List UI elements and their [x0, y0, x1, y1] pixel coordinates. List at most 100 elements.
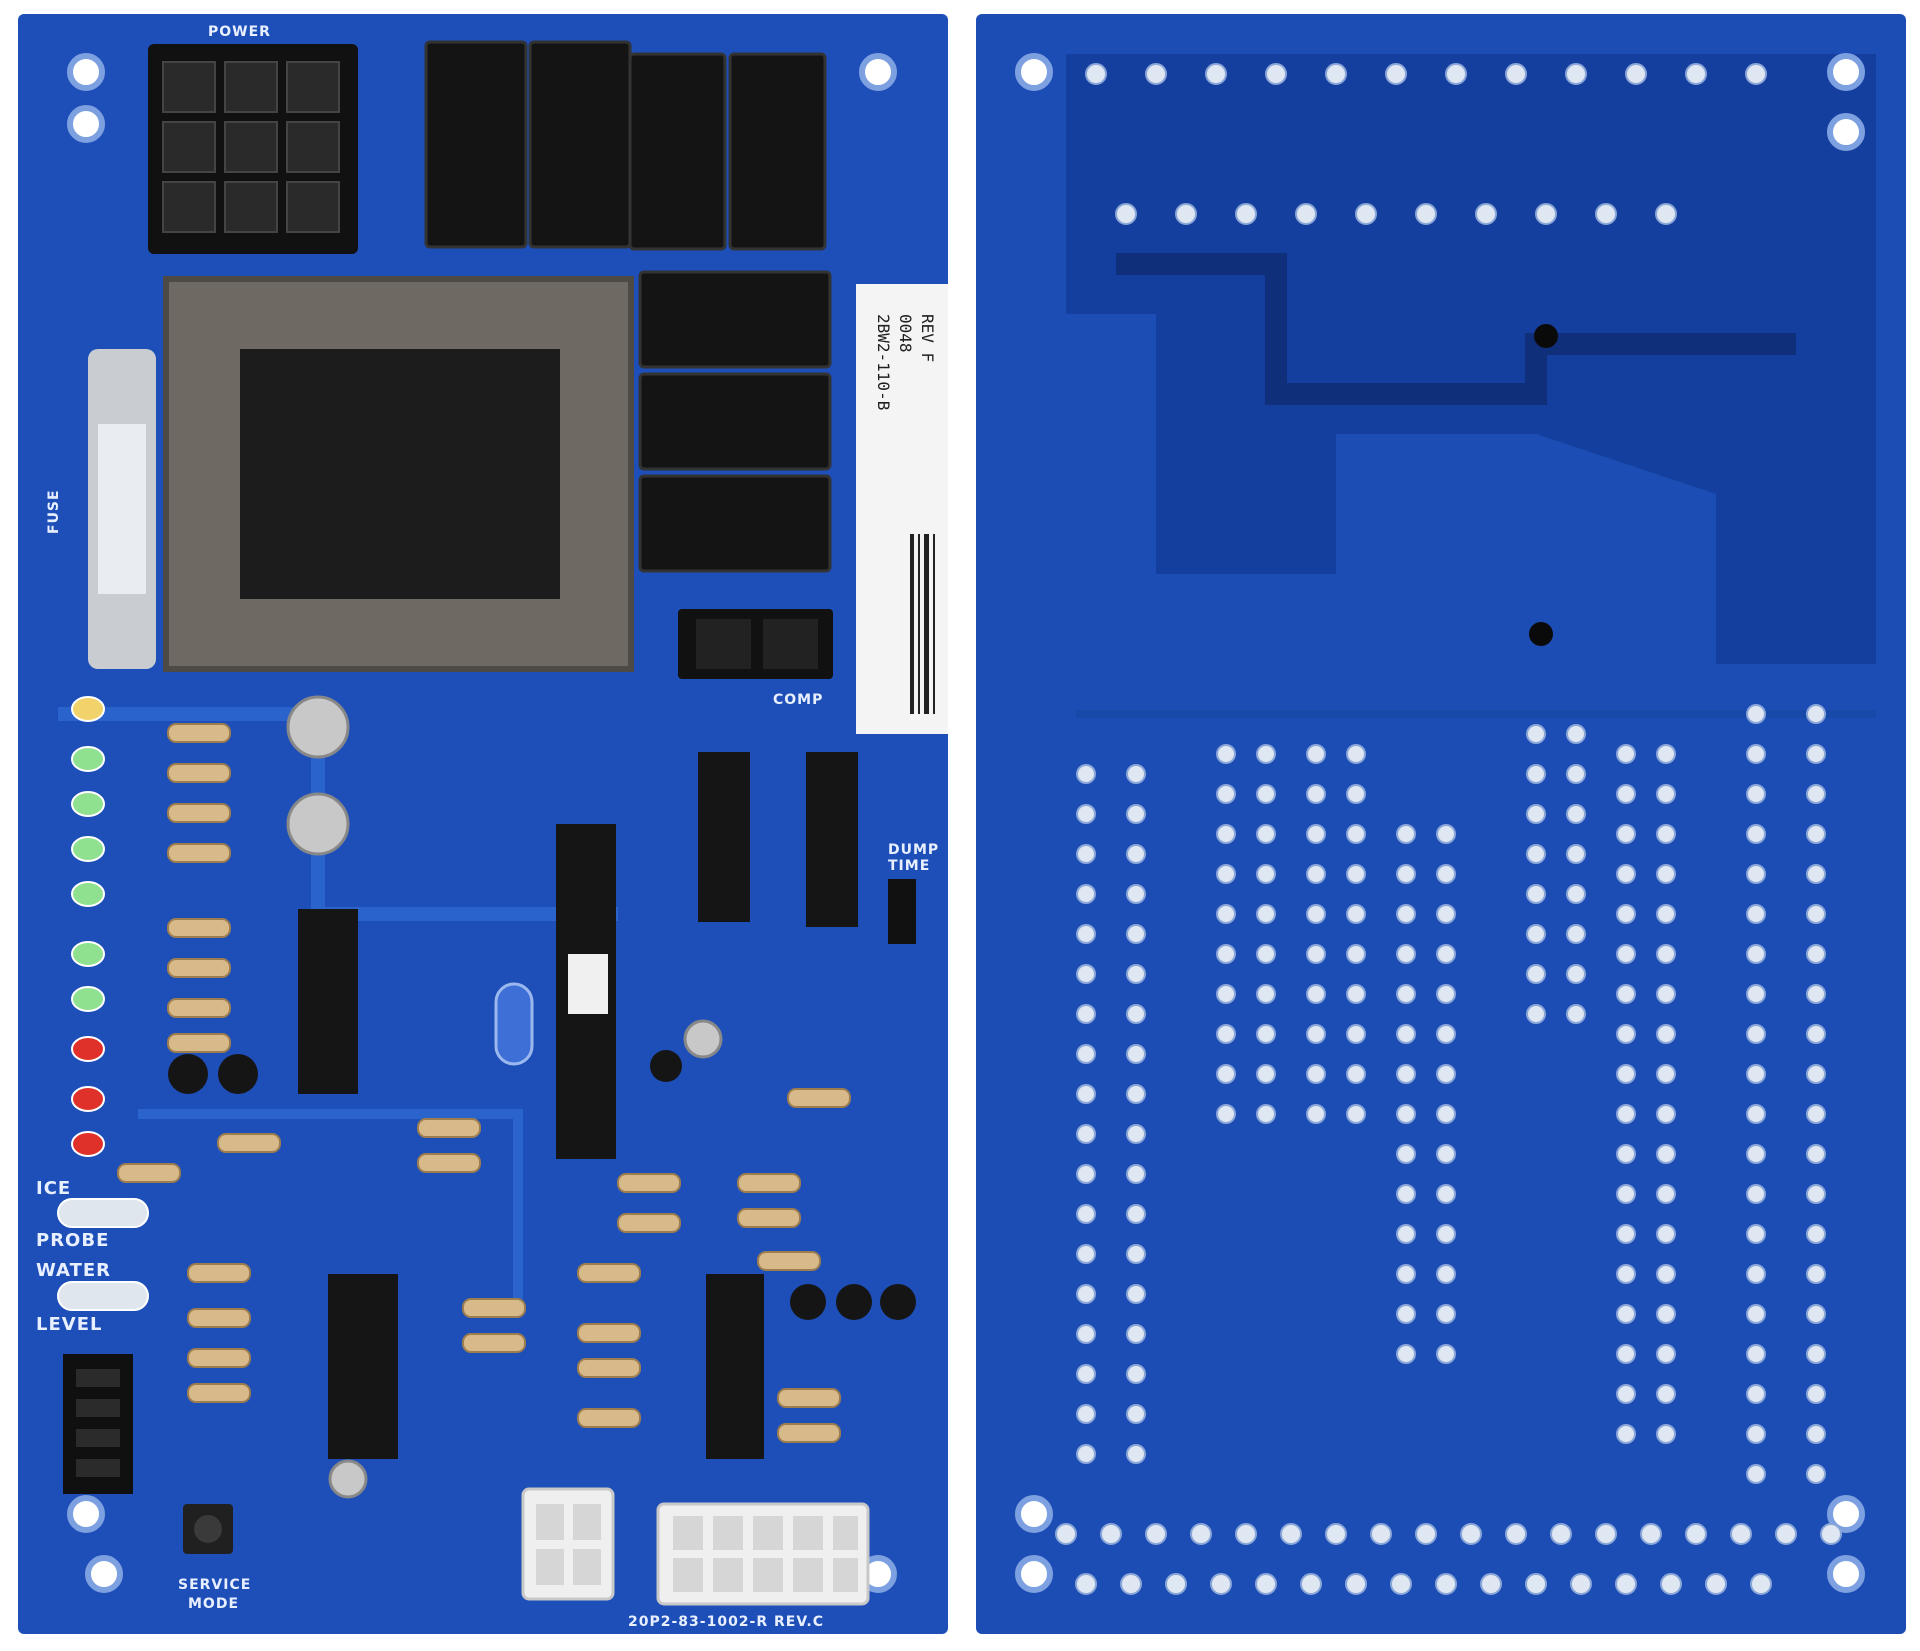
solder-pad — [1256, 944, 1276, 964]
solder-pad — [1325, 63, 1347, 85]
solder-pad — [1256, 984, 1276, 1004]
solder-pad — [1306, 784, 1326, 804]
solder-pad — [1705, 1573, 1727, 1595]
solder-pad — [1616, 1224, 1636, 1244]
solder-pad — [1806, 824, 1826, 844]
transistors — [168, 1050, 916, 1320]
solder-pad — [1256, 824, 1276, 844]
solder-pad — [1616, 1304, 1636, 1324]
solder-pad — [1436, 824, 1456, 844]
power-connector — [148, 44, 358, 254]
resistor — [577, 1358, 641, 1378]
solder-pad — [1656, 1424, 1676, 1444]
solder-pad — [1390, 1573, 1412, 1595]
relays — [424, 40, 832, 573]
solder-pad — [1076, 764, 1096, 784]
solder-pad — [1306, 1104, 1326, 1124]
resistor — [777, 1388, 841, 1408]
solder-pad — [1075, 1573, 1097, 1595]
solder-pad — [1306, 744, 1326, 764]
solder-pad — [1145, 63, 1167, 85]
solder-pad — [1616, 1024, 1636, 1044]
solder-pad — [1436, 1344, 1456, 1364]
led — [71, 836, 105, 862]
solder-pad — [1806, 1344, 1826, 1364]
solder-pad — [1415, 203, 1437, 225]
resistor — [462, 1298, 526, 1318]
solder-pad — [1235, 1523, 1257, 1545]
solder-pad — [1306, 1064, 1326, 1084]
solder-pad — [1550, 1523, 1572, 1545]
svg-text:REV F: REV F — [918, 314, 937, 362]
solder-pad — [1346, 744, 1366, 764]
side-connector — [63, 1354, 133, 1494]
resistor — [417, 1118, 481, 1138]
led — [71, 1036, 105, 1062]
resistor — [787, 1088, 851, 1108]
solder-pad — [1566, 884, 1586, 904]
solder-pad — [1126, 1444, 1146, 1464]
solder-pad — [1616, 984, 1636, 1004]
solder-pad — [1640, 1523, 1662, 1545]
resistor — [167, 843, 231, 863]
solder-pad — [1746, 1344, 1766, 1364]
solder-pad — [1656, 1184, 1676, 1204]
solder-pad — [1216, 1104, 1236, 1124]
solder-pad — [1655, 203, 1677, 225]
solder-pad — [1775, 1523, 1797, 1545]
solder-pad — [1396, 1104, 1416, 1124]
solder-pad — [1396, 904, 1416, 924]
solder-pad — [1265, 63, 1287, 85]
resistor — [187, 1383, 251, 1403]
solder-pad — [1445, 63, 1467, 85]
solder-pad — [1806, 1184, 1826, 1204]
solder-pad — [1076, 1004, 1096, 1024]
solder-pad — [1126, 1404, 1146, 1424]
crystal — [494, 982, 534, 1066]
solder-pad — [1806, 944, 1826, 964]
solder-pad — [1256, 744, 1276, 764]
fuse-label: FUSE — [46, 489, 62, 534]
solder-pad — [1505, 1523, 1527, 1545]
solder-pad — [1076, 1324, 1096, 1344]
solder-pad — [1616, 1064, 1636, 1084]
solder-pad — [1306, 944, 1326, 964]
resistor — [577, 1263, 641, 1283]
solder-pad — [1806, 784, 1826, 804]
mounting-holes — [67, 53, 897, 1593]
solder-pad — [1126, 884, 1146, 904]
solder-pad — [1076, 1284, 1096, 1304]
solder-pad — [1126, 964, 1146, 984]
solder-pad — [1115, 203, 1137, 225]
solder-pad — [1126, 924, 1146, 944]
led — [71, 881, 105, 907]
solder-pad — [1306, 984, 1326, 1004]
solder-pad — [1300, 1573, 1322, 1595]
resistor — [167, 803, 231, 823]
solder-pad — [1656, 1304, 1676, 1324]
solder-pad — [1656, 744, 1676, 764]
solder-pad — [1126, 764, 1146, 784]
solder-pad — [1126, 1124, 1146, 1144]
resistor — [417, 1153, 481, 1173]
solder-pad — [1396, 1304, 1416, 1324]
solder-pad — [1216, 744, 1236, 764]
solder-pad — [1436, 1064, 1456, 1084]
svg-text:2BW2-110-B: 2BW2-110-B — [874, 314, 893, 410]
svg-text:0048: 0048 — [896, 314, 915, 353]
resistor — [167, 763, 231, 783]
solder-pad — [1415, 1523, 1437, 1545]
solder-pad — [1346, 1024, 1366, 1044]
solder-pad — [1616, 864, 1636, 884]
solder-pad — [1216, 984, 1236, 1004]
dump-time-label-1: DUMP — [888, 842, 939, 858]
solder-pad — [1436, 1304, 1456, 1324]
solder-pad — [1656, 824, 1676, 844]
solder-pad — [1566, 764, 1586, 784]
resistor — [167, 958, 231, 978]
dump-time-jumper — [888, 879, 916, 944]
comp-connector — [678, 609, 833, 679]
solder-pad — [1126, 1084, 1146, 1104]
solder-pad — [1616, 1144, 1636, 1164]
resistor — [617, 1213, 681, 1233]
